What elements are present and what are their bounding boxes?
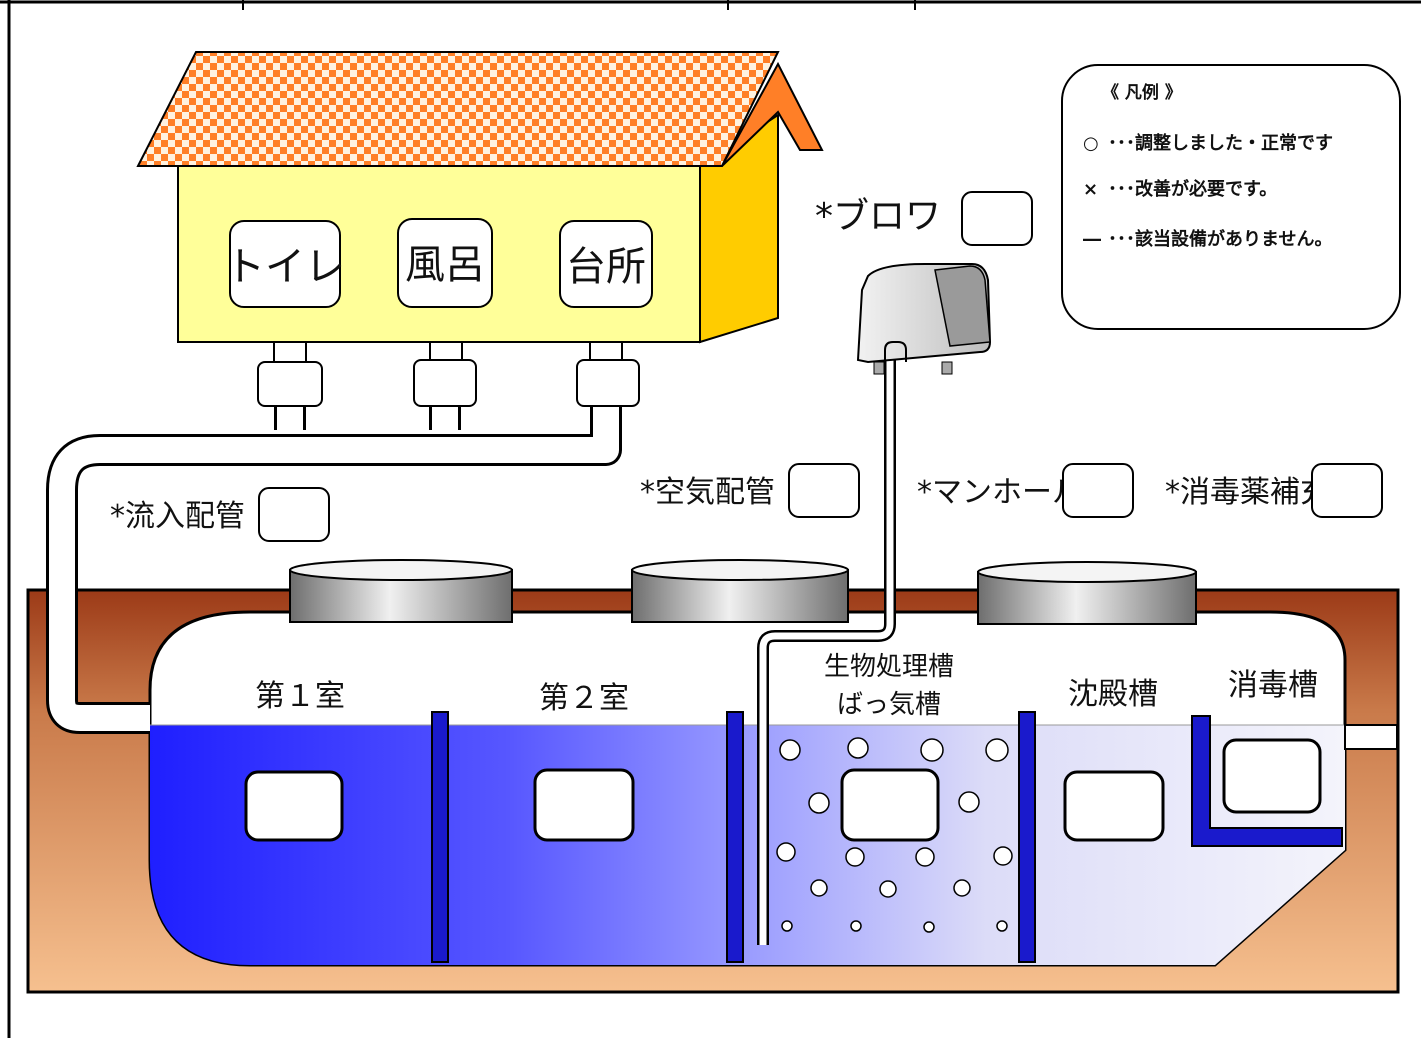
chamber-label-disinfection: 消毒槽 [1228, 668, 1318, 703]
manhole-lids [289, 559, 1197, 625]
check-box-disinfection[interactable] [1222, 738, 1322, 814]
outflow-pipe [1344, 724, 1398, 750]
inspection-labels: *ブロワ *流入配管 *空気配管 *マンホール *消毒薬補充 [110, 191, 1383, 542]
check-box-settling[interactable] [1063, 770, 1165, 842]
room-label-kitchen: 台所 [566, 244, 646, 290]
room-label-bath: 風呂 [405, 242, 485, 288]
label-disinfectant: *消毒薬補充 [1165, 475, 1330, 510]
aeration-bubbles [776, 737, 1013, 933]
manhole-lid [631, 559, 849, 623]
legend-symbol-na: ― [1083, 229, 1101, 250]
legend-box [1061, 64, 1401, 330]
check-box-inflow-pipe[interactable] [258, 487, 330, 542]
label-blower: *ブロワ [815, 196, 941, 237]
label-manhole: *マンホール [917, 475, 1082, 510]
legend-title: 《 凡例 》 [1102, 82, 1182, 103]
legend-text-ng: ･･･改善が必要です。 [1108, 178, 1277, 200]
check-box-disinfectant[interactable] [1311, 463, 1383, 518]
legend-text-ok: ･･･調整しました・正常です [1108, 132, 1333, 154]
blower [856, 263, 992, 375]
pipe-joints [257, 339, 640, 407]
check-box-blower[interactable] [961, 191, 1033, 246]
house-roof-side [721, 61, 824, 167]
partitions [431, 711, 1343, 963]
room-box-toilet [229, 220, 341, 308]
manhole-lid [977, 561, 1197, 625]
check-box-air-pipe[interactable] [788, 463, 860, 518]
house-roof-front [136, 51, 780, 167]
check-box-second-room[interactable] [533, 768, 635, 842]
legend-symbol-ng: × [1083, 179, 1098, 200]
legend: 《 凡例 》 ○ ･･･調整しました・正常です × ･･･改善が必要です。 ― … [1061, 64, 1401, 330]
check-box-first-room[interactable] [244, 770, 344, 842]
chamber-label-second: 第２室 [539, 681, 629, 716]
check-box-manhole[interactable] [1062, 463, 1134, 518]
chamber-label-first: 第１室 [255, 679, 345, 714]
chamber-labels: 第１室 第２室 生物処理槽 ばっ気槽 沈殿槽 消毒槽 [255, 652, 1318, 720]
chamber-label-settling: 沈殿槽 [1068, 677, 1158, 712]
room-box-bath [397, 218, 493, 308]
legend-text-na: ･･･該当設備がありません。 [1108, 228, 1332, 250]
room-box-kitchen [559, 220, 653, 308]
house-rooms: トイレ 風呂 台所 [225, 218, 653, 308]
label-air-pipe: *空気配管 [640, 475, 775, 510]
tank-water [150, 725, 1345, 965]
chamber-label-bio-2: ばっ気槽 [837, 690, 941, 720]
manhole-lid [289, 559, 513, 623]
check-box-bio-tank[interactable] [840, 768, 940, 842]
label-inflow-pipe: *流入配管 [110, 499, 245, 534]
legend-symbol-ok: ○ [1083, 133, 1099, 154]
chamber-label-bio-1: 生物処理槽 [824, 652, 954, 682]
room-label-toilet: トイレ [225, 244, 345, 290]
chamber-check-boxes [244, 738, 1322, 842]
